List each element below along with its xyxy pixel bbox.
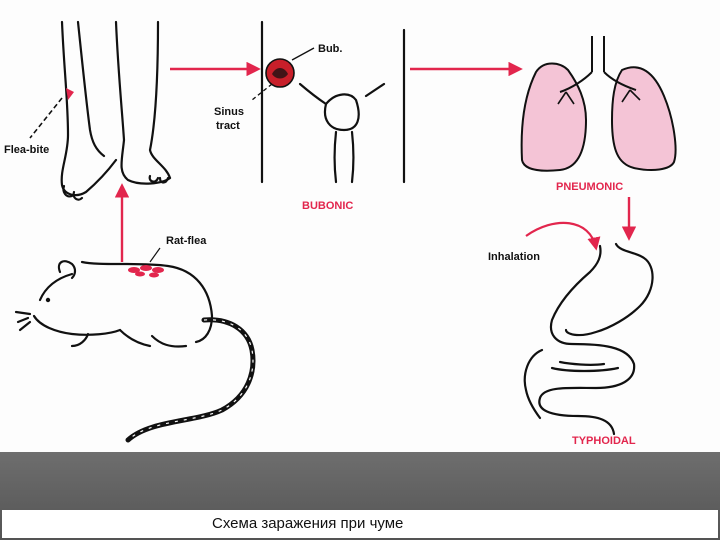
caption-box <box>2 510 718 538</box>
plague-infection-diagram: Flea-bite Bub. Sinus tract <box>4 20 677 447</box>
bubo-lesion <box>251 47 315 101</box>
flea-cluster <box>128 265 164 278</box>
inhalation-label: Inhalation <box>488 251 540 263</box>
rat-flea-label: Rat-flea <box>166 235 207 247</box>
sinus-label-line2: tract <box>216 120 240 132</box>
gi-tract-illustration <box>523 242 654 436</box>
bubonic-label: BUBONIC <box>302 200 353 212</box>
rat-illustration <box>14 260 214 348</box>
pneumonic-label: PNEUMONIC <box>556 181 623 193</box>
rat-tail <box>125 317 256 443</box>
slide-caption: Схема заражения при чуме <box>212 515 404 532</box>
sinus-label-line1: Sinus <box>214 106 244 118</box>
rat-eye <box>45 297 51 303</box>
flea-bite-mark <box>29 88 74 139</box>
typhoidal-label: TYPHOIDAL <box>572 435 636 447</box>
flea-bite-label: Flea-bite <box>4 144 49 156</box>
diagram-panel: Flea-bite Bub. Sinus tract <box>0 0 720 452</box>
rat-flea-pointer <box>149 247 161 263</box>
inhalation-arrow <box>525 221 601 251</box>
groin-illustration <box>260 20 406 184</box>
bub-label: Bub. <box>318 43 342 55</box>
lungs-illustration <box>520 36 677 172</box>
legs-illustration <box>60 20 172 201</box>
